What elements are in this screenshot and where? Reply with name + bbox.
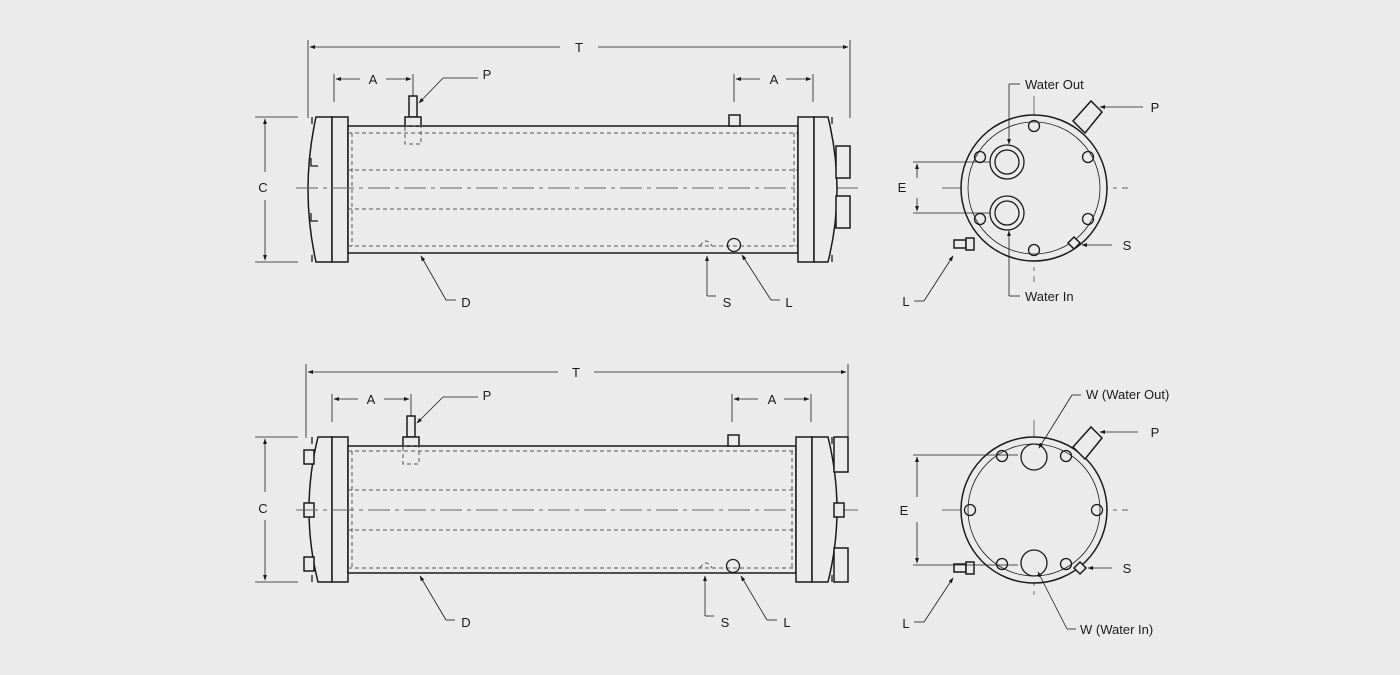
dimension-a-left-label-2: A <box>367 392 376 407</box>
end-label-e: E <box>898 180 907 195</box>
dimension-a-right-label: A <box>770 72 779 87</box>
label-s-2: S <box>721 615 730 630</box>
end-label-water-in-2: W (Water In) <box>1080 622 1153 637</box>
end-label-water-in: Water In <box>1025 289 1074 304</box>
dimension-a-right-label-2: A <box>768 392 777 407</box>
end-label-p: P <box>1151 100 1160 115</box>
dimension-a-left-label: A <box>369 72 378 87</box>
label-p: P <box>483 67 492 82</box>
label-d-2: D <box>461 615 470 630</box>
end-label-water-out-2: W (Water Out) <box>1086 387 1169 402</box>
label-l-2: L <box>783 615 790 630</box>
end-label-p-2: P <box>1151 425 1160 440</box>
label-s: S <box>723 295 732 310</box>
end-view-bottom: P S L W (Water Out) W (Water In) E <box>900 387 1170 637</box>
end-label-e-2: E <box>900 503 909 518</box>
dimension-t-label-2: T <box>572 365 580 380</box>
dimension-c-label: C <box>258 180 267 195</box>
label-l: L <box>785 295 792 310</box>
end-label-l: L <box>902 294 909 309</box>
label-p-2: P <box>483 388 492 403</box>
side-view-bottom: T A A C <box>255 364 860 630</box>
dimension-c-label-2: C <box>258 501 267 516</box>
end-label-s: S <box>1123 238 1132 253</box>
dimension-t-label: T <box>575 40 583 55</box>
label-d: D <box>461 295 470 310</box>
end-view-top: P S L Water Out Water In E <box>898 77 1160 309</box>
side-view-top: T A A C <box>255 40 862 310</box>
end-label-s-2: S <box>1123 561 1132 576</box>
end-label-water-out: Water Out <box>1025 77 1084 92</box>
end-label-l-2: L <box>902 616 909 631</box>
